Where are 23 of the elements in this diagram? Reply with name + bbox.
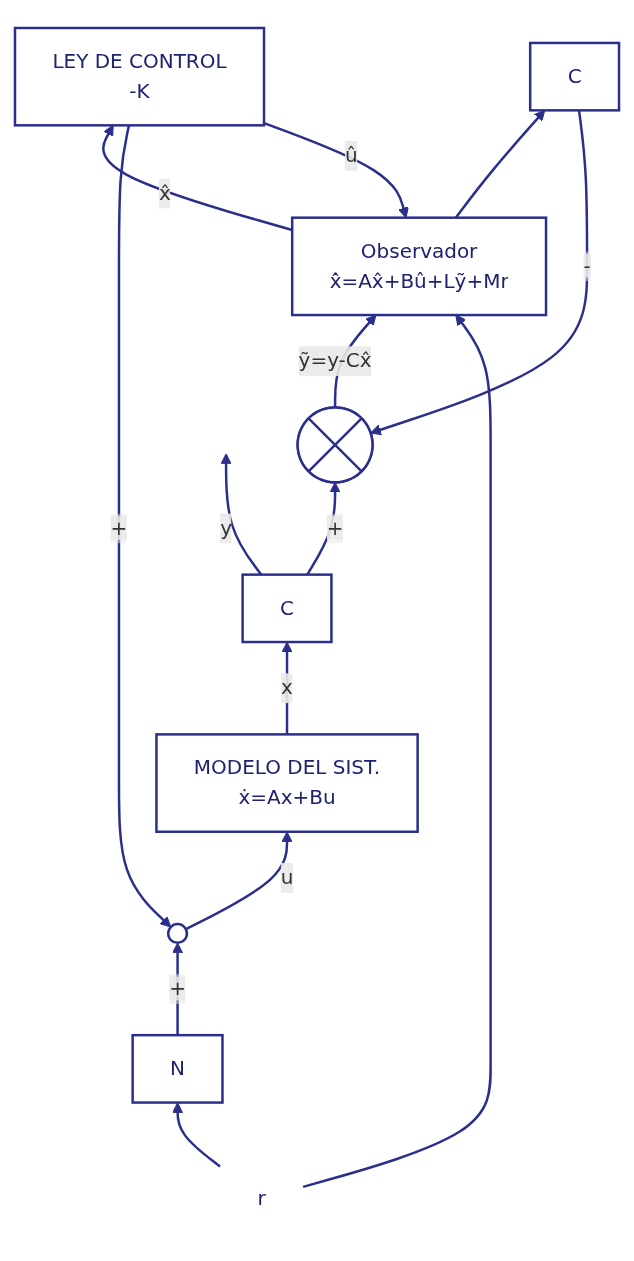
edge-label: û — [344, 143, 358, 168]
edge-label: y — [220, 516, 232, 541]
node-box: C — [241, 573, 333, 644]
node-box: N — [131, 1034, 224, 1105]
node-box: C — [528, 42, 621, 112]
arrow — [454, 110, 546, 219]
edge-label: ỹ=y-Cx̂ — [298, 349, 372, 373]
node-box: MODELO DEL SIST. ẋ=Ax+Bu — [155, 733, 419, 834]
edge-label: + — [110, 516, 128, 541]
arrow — [263, 122, 409, 219]
edge-label: - — [583, 254, 591, 278]
edge-label: x̂ — [159, 181, 171, 206]
node-circle — [166, 923, 189, 945]
node-text: r — [257, 1186, 266, 1211]
node-box: LEY DE CONTROL -K — [13, 27, 266, 127]
arrow — [172, 1102, 221, 1168]
edge-label: u — [280, 865, 294, 890]
arrow — [117, 125, 172, 928]
node-box: Observador x̂̇=Ax̂+Bû+Lỹ+Mr — [290, 216, 548, 317]
edge-label: + — [326, 516, 344, 541]
arrow — [102, 125, 293, 232]
edge-label: x — [281, 676, 293, 700]
edge-label: + — [169, 976, 186, 1001]
